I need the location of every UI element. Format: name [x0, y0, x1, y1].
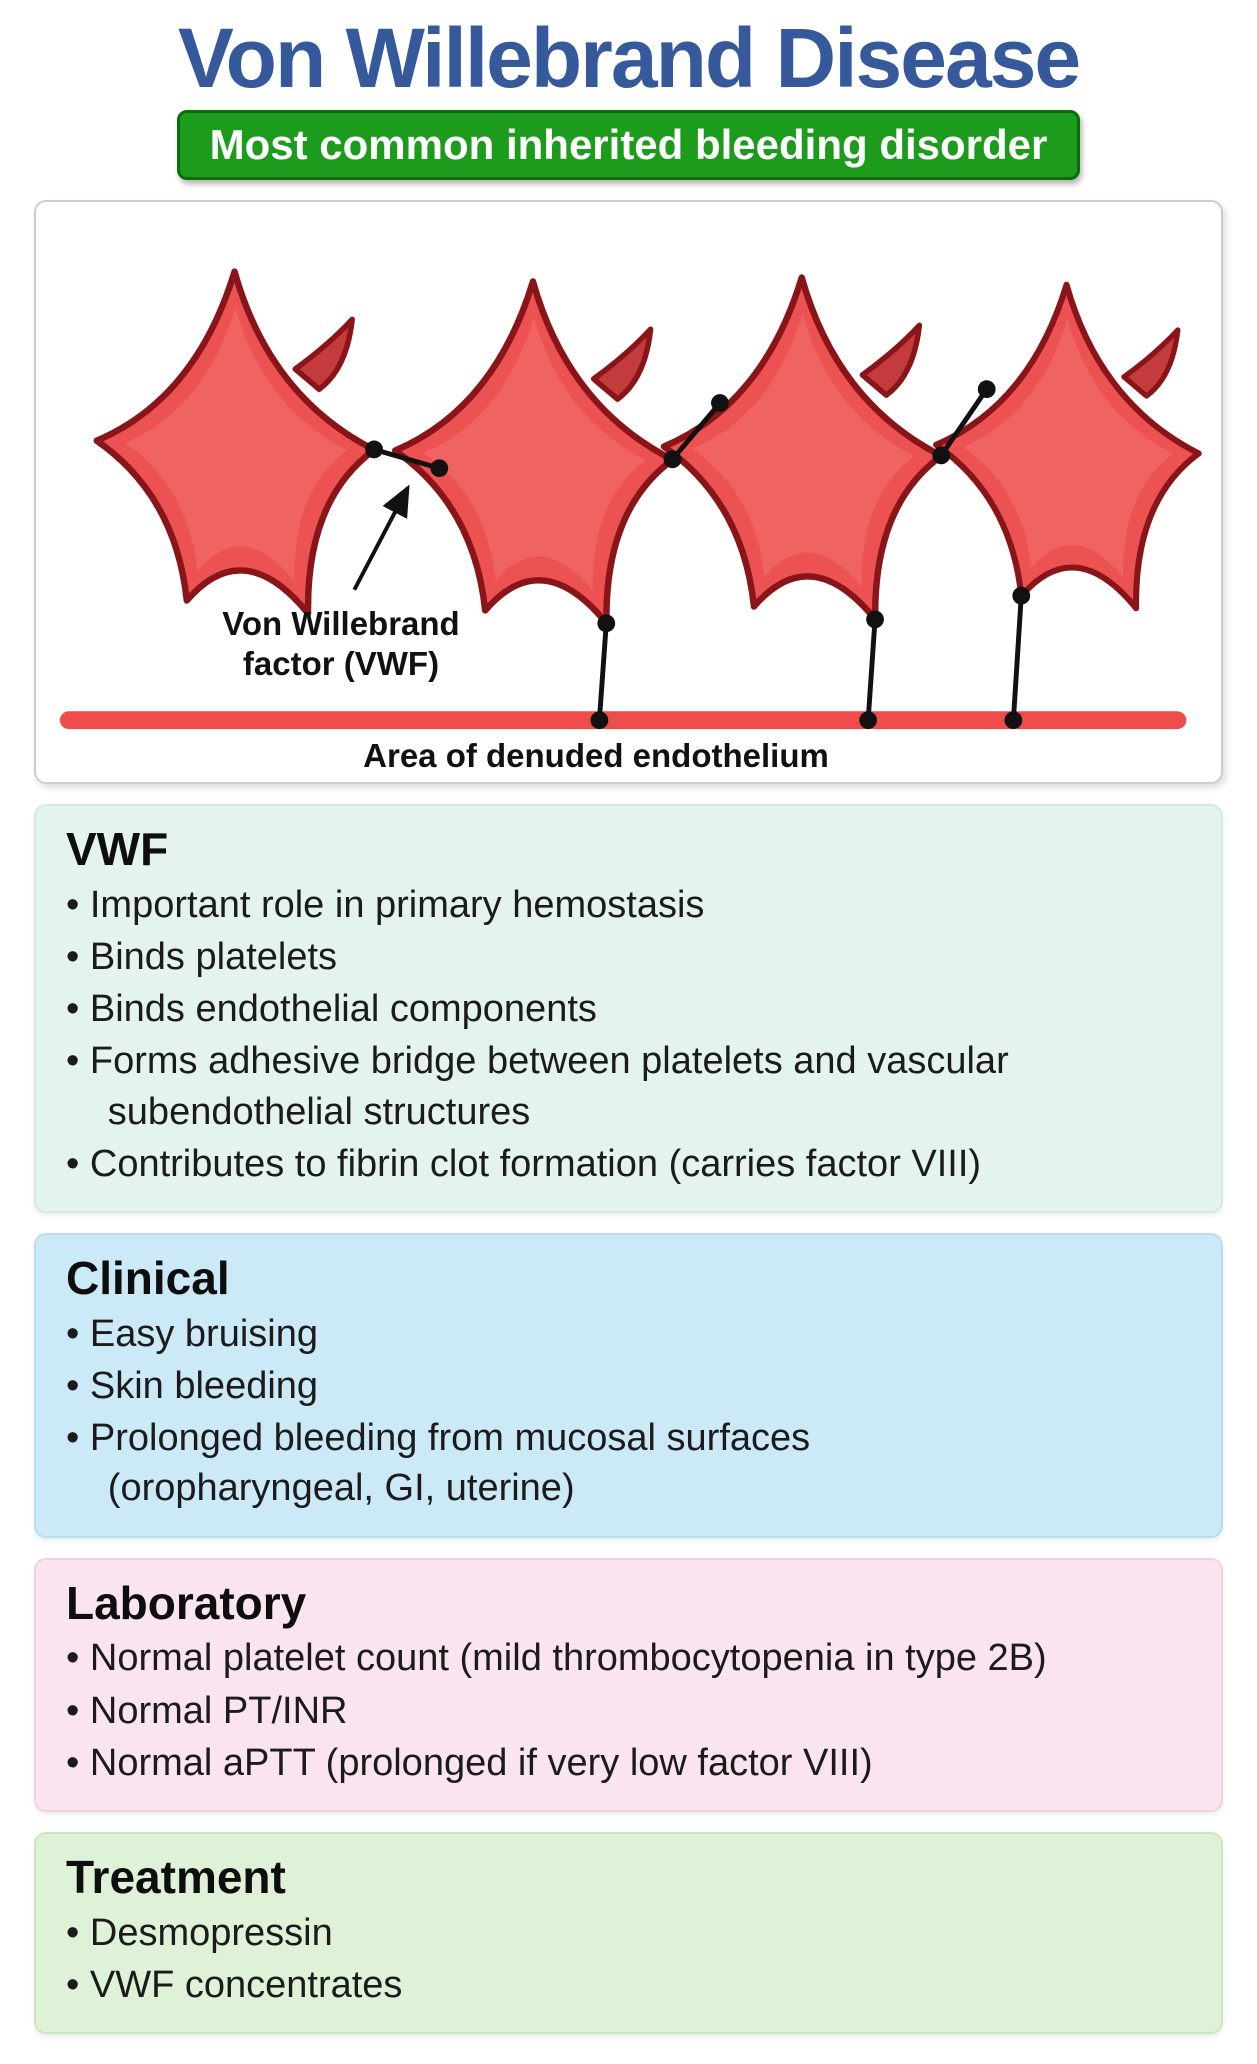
vwf-factor-label: Von Willebrand factor (VWF): [222, 605, 460, 683]
endothelium-label: Area of denuded endothelium: [363, 737, 829, 774]
vwf-connector-line: [373, 447, 440, 471]
section-title: Treatment: [66, 1850, 286, 1903]
bullet-item: Normal aPTT (prolonged if very low facto…: [66, 1738, 1191, 1788]
bullet-item: Prolonged bleeding from mucosal surfaces…: [66, 1413, 1008, 1513]
section-vwf: VWF Important role in primary hemostasis…: [34, 804, 1223, 1213]
vwf-connector-line: [670, 401, 722, 461]
bullet-item: Contributes to fibrin clot formation (ca…: [66, 1139, 1191, 1189]
platelet-cell: [664, 278, 942, 620]
vwf-tether-line: [865, 619, 878, 721]
section-treatment: Treatment Desmopressin VWF concentrates: [34, 1831, 1223, 2035]
vwf-tether-line: [596, 623, 609, 721]
badge-row: Most common inherited bleeding disorder: [0, 110, 1257, 180]
bullet-list: Easy bruising Skin bleeding Prolonged bl…: [66, 1309, 1191, 1514]
platelet-illustration: [59, 216, 1211, 730]
vwf-arrow: [352, 484, 410, 591]
bullet-item: VWF concentrates: [66, 1960, 1191, 2010]
bullet-item: Binds endothelial components: [66, 984, 1191, 1034]
bullet-item: Desmopressin: [66, 1908, 1191, 1958]
section-laboratory: Laboratory Normal platelet count (mild t…: [34, 1557, 1223, 1812]
bullet-list: Important role in primary hemostasis Bin…: [66, 880, 1191, 1189]
platelet-diagram: Von Willebrand factor (VWF) Area of denu…: [34, 200, 1223, 784]
bullet-item: Forms adhesive bridge between platelets …: [66, 1036, 1191, 1136]
bullet-list: Normal platelet count (mild thrombocytop…: [66, 1633, 1191, 1787]
platelet-cell: [936, 285, 1199, 608]
section-title: VWF: [66, 823, 169, 875]
vwf-tethers: [590, 586, 1031, 730]
bullet-item: Skin bleeding: [66, 1361, 1191, 1411]
platelet-cell: [395, 281, 673, 623]
vwf-tether-line: [1010, 595, 1024, 721]
section-title: Clinical: [66, 1251, 230, 1304]
endothelium-bar: [59, 711, 1187, 730]
section-clinical: Clinical Easy bruising Skin bleeding Pro…: [34, 1232, 1223, 1538]
subtitle-badge: Most common inherited bleeding disorder: [176, 110, 1081, 180]
bullet-item: Important role in primary hemostasis: [66, 880, 1191, 930]
bullet-item: Easy bruising: [66, 1309, 1191, 1359]
vwf-connector-line: [939, 387, 989, 457]
vwf-connectors: [365, 380, 996, 478]
platelet-cell: [97, 272, 375, 614]
bullet-item: Normal platelet count (mild thrombocytop…: [66, 1633, 1191, 1683]
bullet-list: Desmopressin VWF concentrates: [66, 1908, 1191, 2010]
section-title: Laboratory: [66, 1576, 307, 1629]
bullet-item: Binds platelets: [66, 932, 1191, 982]
bullet-item: Normal PT/INR: [66, 1686, 1191, 1736]
page-title: Von Willebrand Disease: [177, 11, 1081, 105]
